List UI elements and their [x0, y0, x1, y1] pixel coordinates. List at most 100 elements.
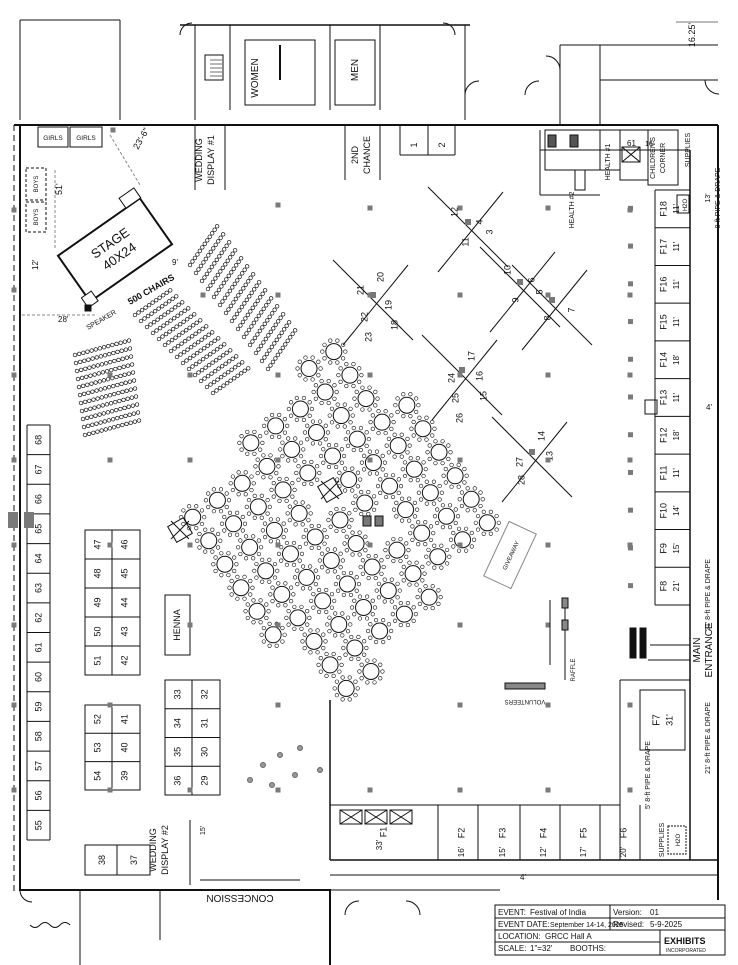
chair-row [138, 294, 179, 324]
version-label: Version: [613, 908, 642, 917]
food-booth-f7 [639, 689, 686, 751]
food-F12: F12 [658, 427, 668, 443]
column-post [107, 542, 113, 548]
column-post [627, 292, 633, 298]
scale-value: 1"=32' [530, 944, 553, 953]
men-label: MEN [350, 59, 361, 81]
column-post [457, 372, 463, 378]
food-F9: F9 [658, 543, 668, 554]
chair-row [73, 346, 133, 366]
round-table [473, 509, 501, 536]
concession-label: CONCESSION [206, 892, 273, 903]
round-table [326, 506, 354, 534]
column-post [367, 292, 373, 298]
booth-21: 21 [355, 285, 365, 295]
raffle-label: RAFFLE [571, 658, 577, 681]
column-post [367, 787, 373, 793]
booth-12: 12 [449, 207, 459, 217]
food-F15-size: 11' [672, 317, 681, 327]
round-table [295, 355, 323, 382]
chair-row [162, 318, 203, 348]
booth-33: 33 [172, 689, 182, 699]
column-post [11, 457, 17, 463]
food-F4-size: 12' [539, 846, 548, 857]
round-table [424, 543, 452, 570]
round-table [237, 429, 265, 456]
food-F14-size: 18' [672, 354, 681, 365]
childrens-corner-line2: CORNER [660, 143, 667, 173]
round-table [384, 432, 412, 459]
chair-row [235, 288, 268, 332]
booth-63: 63 [33, 583, 43, 593]
boys-restroom-2 [25, 201, 47, 233]
boys-label-2: BOYS [34, 209, 40, 226]
booth-22: 22 [359, 312, 369, 322]
booth-53: 53 [92, 742, 102, 752]
booth-64: 64 [33, 553, 43, 563]
round-table [333, 570, 362, 598]
scale-label: SCALE: [498, 944, 526, 953]
chair-row [82, 418, 142, 438]
booth-57: 57 [33, 761, 43, 771]
booth-51: 51 [92, 655, 102, 665]
food-F10: F10 [658, 503, 668, 519]
booth-24: 24 [446, 373, 456, 383]
round-table [393, 392, 421, 419]
main-entrance-line1: MAIN [692, 638, 703, 663]
round-table [311, 378, 339, 406]
left-door-2 [24, 512, 34, 528]
dim-stage-bottom: 28' [58, 315, 69, 324]
booth-bottom-left [84, 844, 151, 876]
column-post [11, 372, 17, 378]
booth-3: 3 [484, 229, 494, 234]
booth-4: 4 [474, 219, 484, 224]
second-chance-line2: CHANCE [362, 136, 372, 174]
food-F18: F18 [658, 201, 668, 217]
dim-top-right: 16.25' [687, 23, 697, 48]
dim-wd2: 15' [200, 826, 207, 835]
food-F8: F8 [658, 581, 668, 592]
round-table [260, 517, 288, 544]
chair-row [79, 394, 139, 414]
booth-28: 28 [516, 475, 526, 485]
column-post [545, 292, 551, 298]
booth-9: 9 [510, 297, 520, 302]
booth-66: 66 [33, 494, 43, 504]
food-F13-size: 11' [672, 392, 681, 402]
wedding-display-1-line1: WEDDING [194, 138, 204, 182]
round-table [408, 520, 436, 547]
round-table [286, 395, 314, 423]
column-post [627, 702, 633, 708]
h2o-label-bottom: H2O [676, 834, 682, 847]
booth-15: 15 [478, 391, 488, 401]
column-post [275, 702, 281, 708]
booth-32: 32 [199, 689, 209, 699]
column-post [367, 457, 373, 463]
henna-label: HENNA [172, 609, 182, 641]
booth-35: 35 [172, 747, 182, 757]
round-table [228, 470, 256, 497]
h2o-label-top: H2O [683, 199, 689, 212]
childrens-corner-line1: CHILDREN'S [650, 137, 657, 179]
chair-row [80, 402, 140, 422]
round-table [336, 362, 364, 389]
girls-label-2: GIRLS [76, 135, 96, 142]
event-label: EVENT: [498, 908, 526, 917]
food-F11-size: 11' [672, 468, 681, 478]
supplies-label-bottom: SUPPLIES [659, 823, 666, 858]
booth-47: 47 [92, 539, 102, 549]
round-table [195, 527, 223, 554]
round-table [457, 486, 485, 513]
round-table [343, 426, 371, 453]
round-table [252, 557, 280, 584]
food-F5: F5 [578, 828, 588, 839]
booth-42: 42 [119, 655, 129, 665]
round-table [400, 456, 428, 483]
column-post [545, 205, 551, 211]
booth-34: 34 [172, 718, 182, 728]
booth-59: 59 [33, 702, 43, 712]
